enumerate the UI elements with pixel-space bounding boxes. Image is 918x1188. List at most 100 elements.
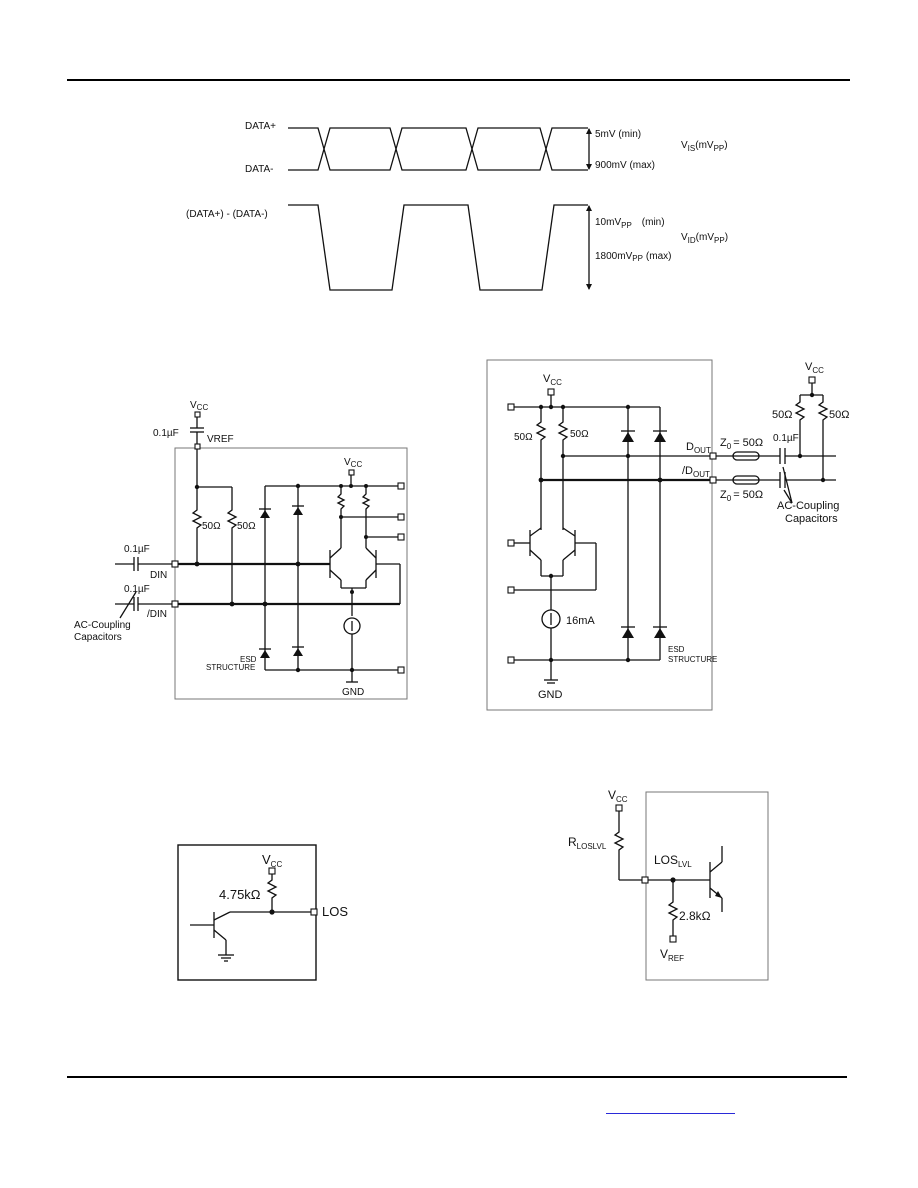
- differential-waveform: [288, 204, 588, 291]
- esd-label-1: ESD: [240, 655, 257, 664]
- dout-pin: [709, 452, 717, 460]
- out-gnd-label: GND: [538, 689, 563, 701]
- z0-b-label: Z0= 50Ω: [720, 489, 763, 503]
- din-pin: [171, 560, 179, 568]
- diff-amplitude-arrow: [586, 205, 592, 290]
- din-label: DIN: [150, 570, 167, 581]
- out-resistor-1: [535, 407, 547, 530]
- vref-cap-label: 0.1µF: [153, 428, 179, 439]
- ndout-label: /DOUT: [682, 465, 710, 479]
- loslvl-vref-label: VREF: [660, 947, 684, 963]
- input-r1-label: 50Ω: [202, 521, 221, 532]
- diff-min-label: 10mVPP(min): [595, 217, 665, 230]
- diff-max-label: 1800mVPP(max): [595, 251, 671, 263]
- vcc-inner-label: VCC: [344, 457, 362, 469]
- out-gnd-rail-pin: [507, 656, 515, 664]
- out-vcc-label: VCC: [543, 373, 562, 387]
- input-resistor-2: [226, 487, 238, 604]
- los-resistor: [266, 874, 278, 912]
- los-pin: [310, 908, 318, 916]
- loslvl-resistor: [667, 880, 679, 936]
- input-gnd-label: GND: [342, 687, 364, 698]
- output-diff-pair: [507, 527, 597, 610]
- loslvl-vcc-label: VCC: [608, 788, 628, 804]
- out-ext-resistor-1: [794, 395, 806, 456]
- out-pin-2: [397, 533, 405, 541]
- los-label: LOS: [322, 904, 348, 919]
- input-r2-label: 50Ω: [237, 521, 256, 532]
- out-cap-label: 0.1µF: [773, 433, 799, 444]
- vcc-pin: [194, 411, 201, 418]
- input-chip-boundary: [174, 447, 408, 700]
- header-rule: [67, 79, 850, 81]
- input-resistor-1: [191, 487, 203, 564]
- single-min-label: 5mV (min): [595, 129, 641, 140]
- vid-label: VID(mVPP): [681, 232, 728, 245]
- out-current-label: 16mA: [566, 615, 595, 627]
- los-resistor-label: 4.75kΩ: [219, 887, 261, 902]
- input-diff-pair: [329, 540, 400, 616]
- out-vcc-rail-pin: [507, 403, 515, 411]
- single-ended-waveform: [288, 127, 588, 171]
- esd-diodes: [259, 505, 304, 658]
- out-r1-label: 50Ω: [514, 432, 533, 443]
- loslvl-vcc-pin: [615, 804, 623, 812]
- footer-link[interactable]: [606, 1099, 735, 1114]
- out-ext-vcc-label: VCC: [805, 361, 824, 375]
- waveform-figure: DATA+ DATA- (DATA+) - (DATA-) 5mV (min) …: [186, 121, 728, 291]
- out-resistor-2: [557, 407, 569, 530]
- out-ac-coupling-2: Capacitors: [785, 513, 838, 525]
- out-esd-label-1: ESD: [668, 645, 685, 654]
- los-vcc-pin: [268, 867, 276, 875]
- out-r2-label: 50Ω: [570, 429, 589, 440]
- diff-label: (DATA+) - (DATA-): [186, 209, 268, 220]
- load-resistor-2: [361, 486, 371, 540]
- vcc-top-label: VCC: [190, 400, 208, 412]
- vis-label: VIS(mVPP): [681, 140, 728, 153]
- esd-label-2: STRUCTURE: [206, 663, 255, 672]
- ndin-cap-label: 0.1µF: [124, 584, 150, 595]
- out-esd-diodes: [621, 430, 667, 638]
- ndin-pin: [171, 600, 179, 608]
- loslvl-transistor: [709, 846, 723, 912]
- out-ext-r2-label: 50Ω: [829, 409, 849, 421]
- out-ac-coupling-1: AC-Coupling: [777, 500, 839, 512]
- data-plus-label: DATA+: [245, 121, 276, 132]
- data-minus-label: DATA-: [245, 164, 274, 175]
- loslvl-chip-boundary: [645, 791, 769, 981]
- vcc-inner-pin: [348, 469, 355, 476]
- rloslvl-label: RLOSLVL: [568, 835, 607, 851]
- transmission-lines: [716, 451, 780, 485]
- vref-pin-bottom: [669, 935, 677, 943]
- loslvl-pin: [641, 876, 649, 884]
- vref-label: VREF: [207, 434, 234, 445]
- out-esd-label-2: STRUCTURE: [668, 655, 717, 664]
- los-transistor: [190, 911, 234, 962]
- output-chip-boundary: [486, 359, 713, 711]
- out-ext-r1-label: 50Ω: [772, 409, 792, 421]
- vcc-rail-pin: [397, 482, 405, 490]
- single-amplitude-arrow: [586, 128, 592, 170]
- los-circuit: VCC 4.75kΩ LOS: [177, 844, 348, 981]
- z0-a-label: Z0= 50Ω: [720, 437, 763, 451]
- out-ext-resistor-2: [817, 395, 829, 480]
- loslvl-resistor-label: 2.8kΩ: [679, 909, 711, 923]
- load-resistor-1: [336, 486, 346, 540]
- input-circuit: VCC 0.1µF VREF 50Ω 50Ω 0.1µF DIN 0.1µF /…: [74, 400, 408, 700]
- ndin-label: /DIN: [147, 609, 167, 620]
- footer-rule: [67, 1076, 847, 1078]
- loslvl-circuit: VCC RLOSLVL LOSLVL 2.8kΩ VREF: [568, 788, 769, 981]
- out-vcc-pin: [547, 388, 555, 396]
- dout-label: DOUT: [686, 441, 711, 455]
- single-max-label: 900mV (max): [595, 160, 655, 171]
- out-ext-vcc-pin: [808, 376, 816, 384]
- ndout-pin: [709, 476, 717, 484]
- los-vcc-label: VCC: [262, 852, 282, 869]
- loslvl-label: LOSLVL: [654, 853, 692, 869]
- din-cap-label: 0.1µF: [124, 544, 150, 555]
- out-pin-1: [397, 513, 405, 521]
- gnd-rail-pin: [397, 666, 405, 674]
- ac-coupling-label-2: Capacitors: [74, 632, 122, 643]
- ac-coupling-label-1: AC-Coupling: [74, 620, 131, 631]
